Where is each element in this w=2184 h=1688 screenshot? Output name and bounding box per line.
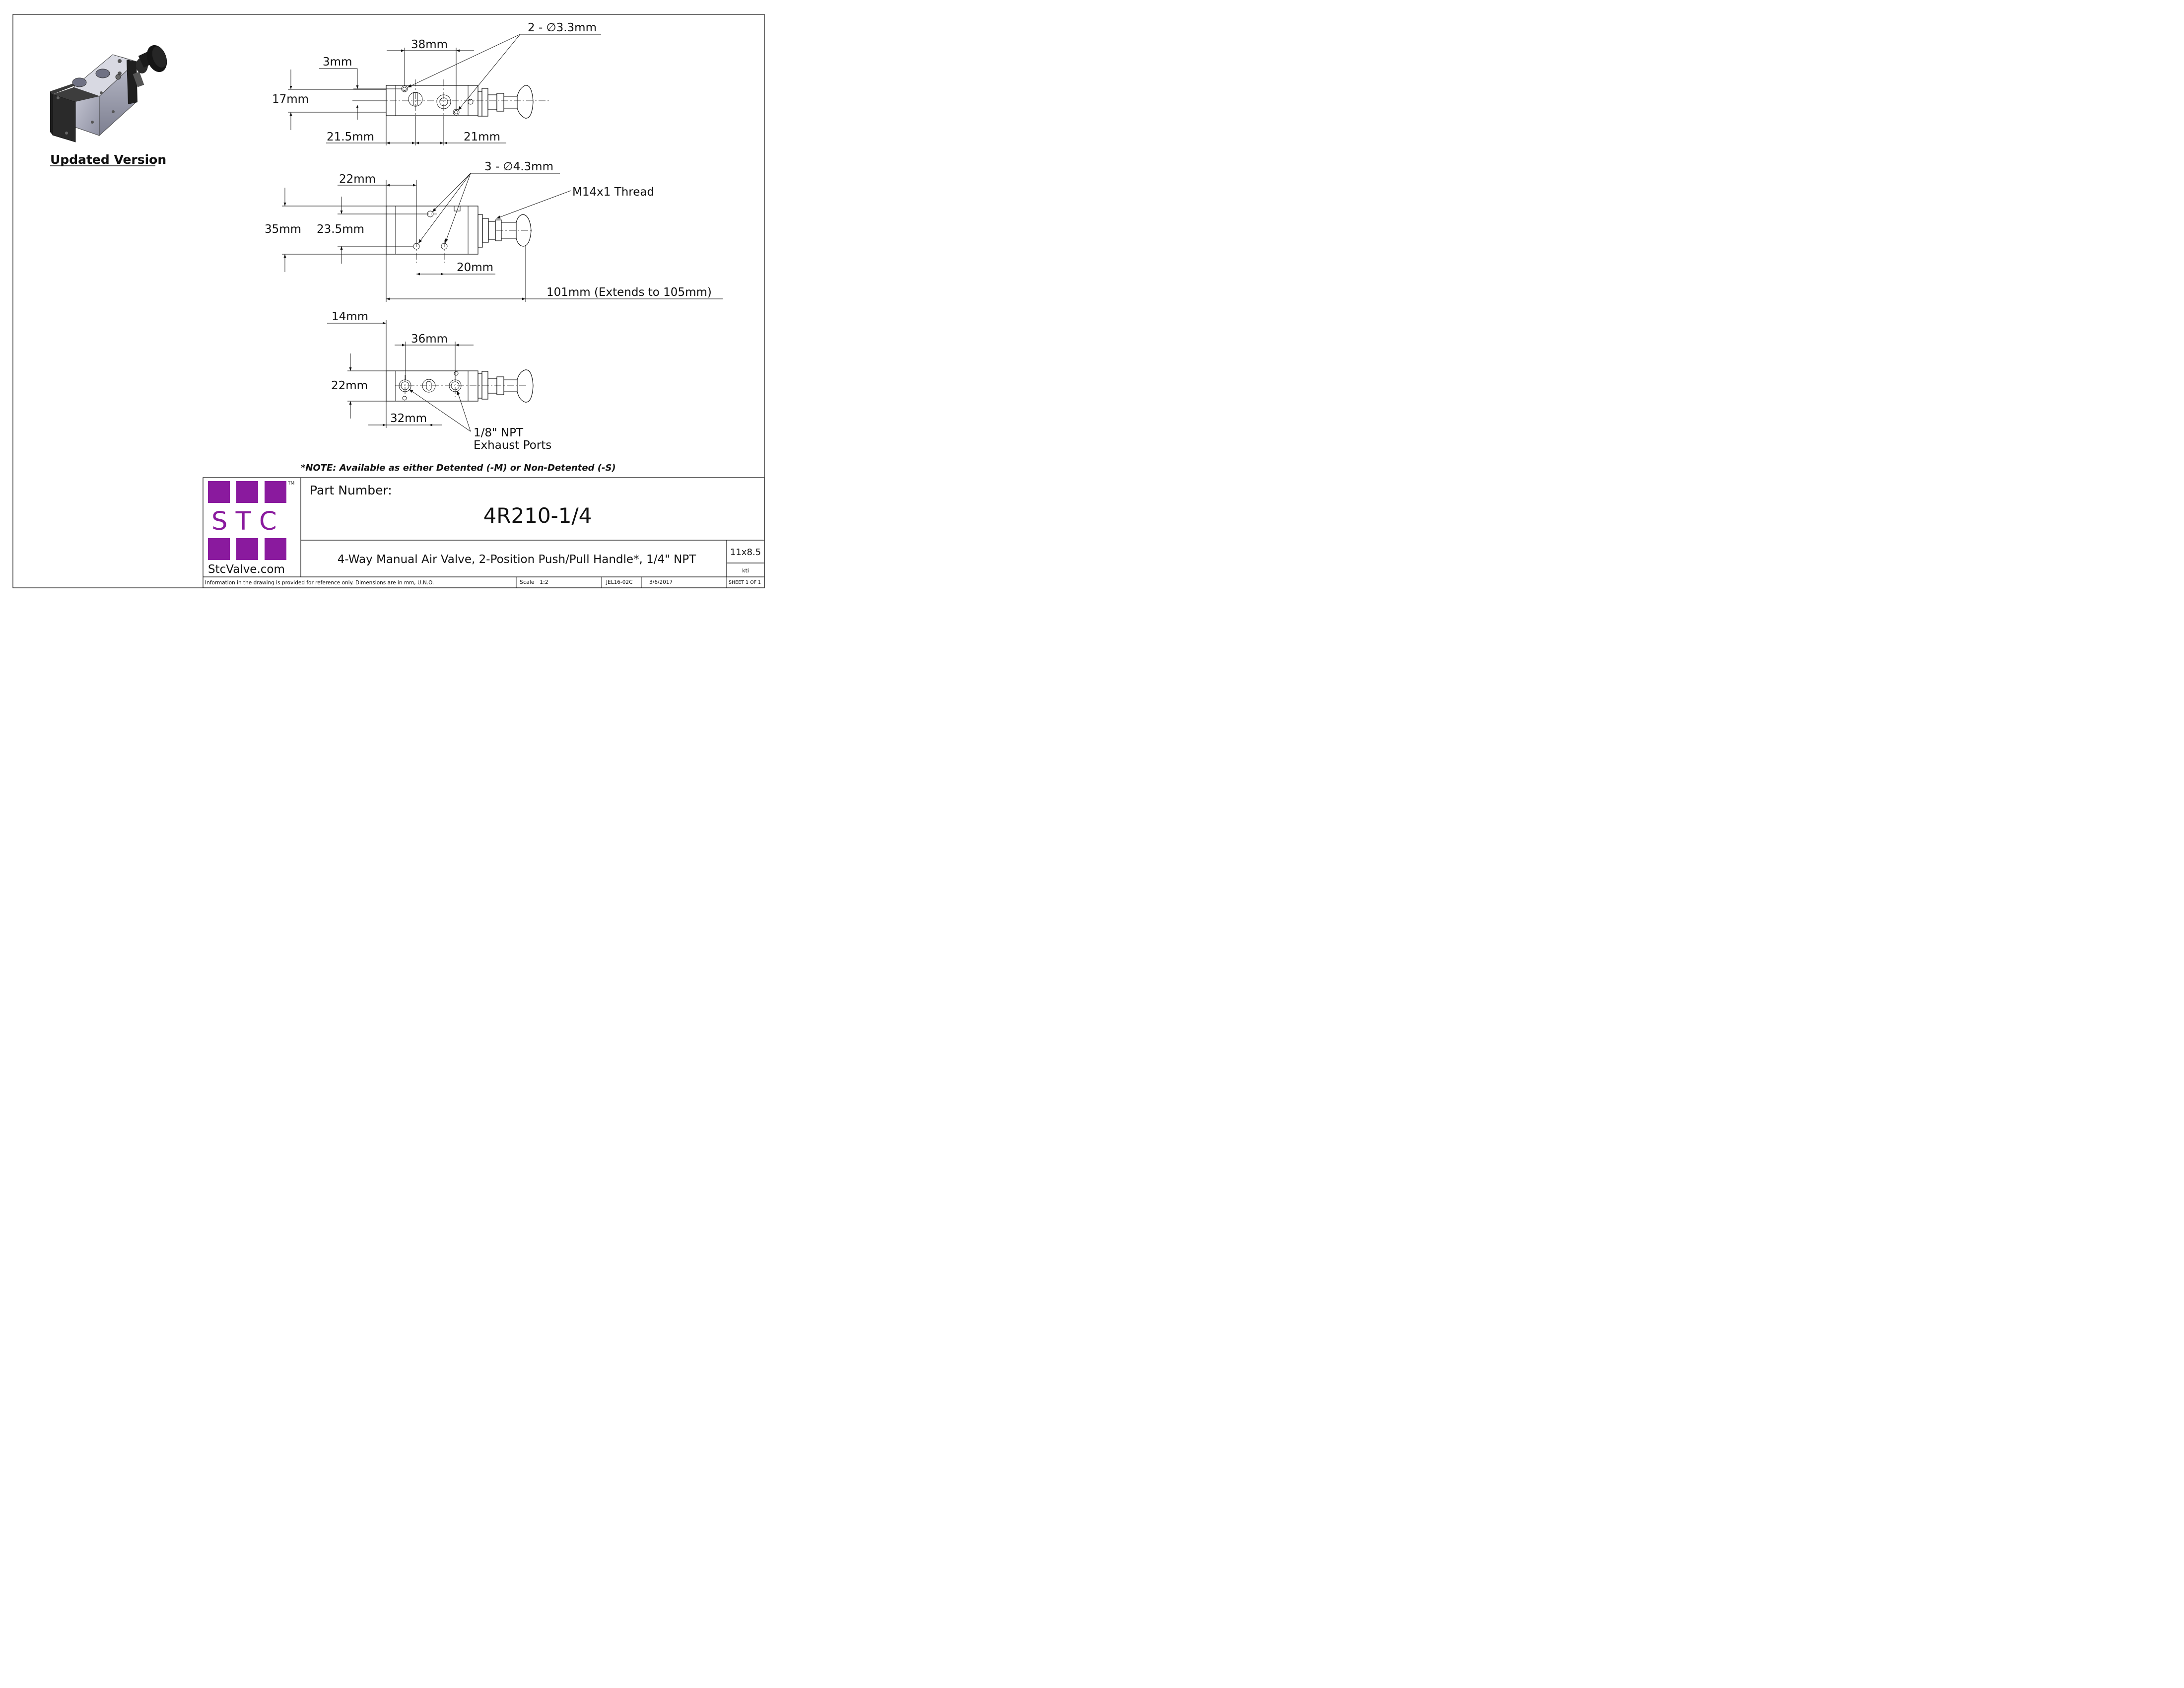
dim-101mm: 101mm (Extends to 105mm) xyxy=(546,286,712,299)
bottom-view-dimensions: 14mm 36mm 22mm 32mm 1/8" NPT Exhaust Por… xyxy=(327,310,551,452)
dim-21mm: 21mm xyxy=(464,131,500,143)
top-view-dimensions: 2 - ∅3.3mm 38mm 3mm 17mm 21.5mm 21mm xyxy=(272,21,601,145)
dim-14mm: 14mm xyxy=(332,310,368,323)
bottom-view xyxy=(386,369,534,403)
dim-23-5mm: 23.5mm xyxy=(317,223,364,236)
part-description: 4-Way Manual Air Valve, 2-Position Push/… xyxy=(338,553,696,566)
dim-17mm: 17mm xyxy=(272,93,309,106)
logo-letters: S T C xyxy=(211,507,277,536)
dim-21-5mm: 21.5mm xyxy=(327,131,374,143)
dim-3-holes-4-3: 3 - ∅4.3mm xyxy=(484,160,553,173)
scale: Scale 1:2 xyxy=(520,579,548,585)
stc-logo: S T C TM xyxy=(208,481,294,560)
top-view xyxy=(377,79,550,119)
iso-caption: Updated Version xyxy=(50,152,166,167)
availability-note: *NOTE: Available as either Detented (-M)… xyxy=(301,463,616,473)
author-initials: kti xyxy=(742,567,749,574)
dim-38mm: 38mm xyxy=(411,38,448,51)
exhaust-label-line1: 1/8" NPT xyxy=(474,426,524,439)
drawing-number: JEL16-02C xyxy=(606,579,632,585)
sheet-size: 11x8.5 xyxy=(730,547,761,558)
dim-22mm-side: 22mm xyxy=(339,173,376,186)
dim-36mm: 36mm xyxy=(411,333,448,346)
dim-32mm: 32mm xyxy=(390,412,427,425)
dim-3mm: 3mm xyxy=(323,56,352,69)
side-view xyxy=(386,206,532,263)
thread-callout: M14x1 Thread xyxy=(572,186,654,199)
isometric-valve-image xyxy=(50,45,167,142)
disclaimer: Information in the drawing is provided f… xyxy=(205,580,434,586)
dim-22mm-bottom: 22mm xyxy=(331,379,368,392)
side-view-dimensions: 3 - ∅4.3mm 22mm M14x1 Thread 35mm 23.5mm… xyxy=(265,160,723,302)
sheet-count: SHEET 1 OF 1 xyxy=(729,580,761,585)
logo-site: StcValve.com xyxy=(208,563,285,576)
title-block: S T C TM StcValve.com Part Number: 4R210… xyxy=(203,477,765,588)
logo-tm: TM xyxy=(287,481,294,486)
drawing-date: 3/6/2017 xyxy=(649,579,673,585)
drawing-sheet: Updated Version 2 - ∅3.3mm xyxy=(12,14,765,588)
part-number-label: Part Number: xyxy=(310,483,392,497)
exhaust-label-line2: Exhaust Ports xyxy=(474,439,551,452)
part-number: 4R210-1/4 xyxy=(483,503,592,528)
dim-20mm: 20mm xyxy=(457,261,493,274)
dim-35mm: 35mm xyxy=(265,223,301,236)
dim-2-holes-3-3: 2 - ∅3.3mm xyxy=(528,21,597,34)
